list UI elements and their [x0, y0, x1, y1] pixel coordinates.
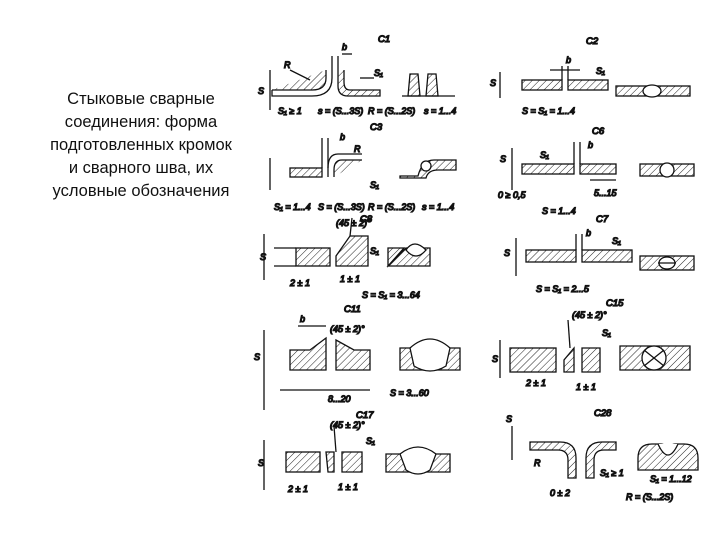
- dim-label: R = (S...2S): [626, 492, 673, 502]
- dim-label: s = (S...3S): [318, 106, 363, 116]
- dim-label: S = S₁ = 3...64: [362, 290, 420, 300]
- joint-code-c1: C1: [378, 34, 390, 45]
- caption-line: условные обозначения: [52, 182, 230, 200]
- dim-label: b: [340, 132, 345, 142]
- joint-c6: C6 b S S₁ 0 ≥ 0,5 S = 1...4 5...15: [497, 125, 695, 217]
- caption-line: Стыковые сварные: [67, 90, 215, 108]
- dim-label: S = S₁ = 2...5: [536, 284, 590, 294]
- caption-line: соединения: форма: [64, 113, 218, 131]
- joint-code-c8: C8: [360, 214, 373, 225]
- dim-label: S = 1...4: [542, 206, 576, 216]
- dim-label: S: [258, 86, 264, 96]
- dim-label: 1 ± 1: [338, 482, 358, 492]
- joint-c15: C15 (45 ± 2)° S S₁ 2 ± 1 1 ± 1: [491, 297, 691, 393]
- joint-c1: C1 b R S₁ ≥ 1 s = (S...3S) R = (S...2S) …: [257, 33, 457, 116]
- dim-label: S₁: [596, 66, 605, 76]
- dim-label: S₁ ≥ 1: [600, 468, 624, 478]
- caption-line: подготовленных кромок: [50, 136, 232, 154]
- dim-label: S = (S...3S): [318, 202, 365, 212]
- dim-label: 1 ± 1: [576, 382, 596, 392]
- dim-label: b: [300, 314, 305, 324]
- dim-label: S: [500, 154, 506, 164]
- joint-c2: C2 b S S₁ S = S₁ = 1...4: [489, 35, 691, 117]
- dim-label: S: [504, 248, 510, 258]
- dim-label: 2 ± 1: [287, 484, 308, 494]
- joint-c3: C3 b R S₁ S₁ = 1...4 S = (S...3S) R = (S…: [269, 121, 457, 213]
- joint-code-c15: C15: [606, 298, 624, 309]
- dim-label: S: [260, 252, 266, 262]
- slide-caption: Стыковые сварные соединения: форма подго…: [20, 88, 262, 203]
- dim-label: R: [284, 60, 291, 70]
- dim-label: b: [566, 55, 571, 65]
- joint-c7: C7 b S S₁ S = S₁ = 2...5: [503, 213, 695, 295]
- dim-label: (45 ± 2)°: [330, 420, 365, 430]
- joint-code-c3: C3: [370, 122, 383, 133]
- dim-label: S₁ = 1...12: [650, 474, 692, 484]
- dim-label: S = S₁ = 1...4: [522, 106, 575, 116]
- dim-label: 0 ≥ 0,5: [498, 190, 526, 200]
- dim-label: R = (S...2S): [368, 106, 415, 116]
- joint-code-c11: C11: [344, 304, 361, 315]
- dim-label: s = 1...4: [424, 106, 456, 116]
- dim-label: S: [492, 354, 498, 364]
- weld-joints-drawing: C1 b R S₁ ≥ 1 s = (S...3S) R = (S...2S) …: [253, 33, 699, 503]
- dim-label: S: [254, 352, 260, 362]
- dim-label: S₁: [602, 328, 611, 338]
- dim-label: (45 ± 2)°: [572, 310, 607, 320]
- dim-label: 2 ± 1: [289, 278, 310, 288]
- dim-label: b: [342, 42, 347, 52]
- joint-c11: C11 b (45 ± 2)° S 8...20 S = 3...60: [253, 303, 461, 410]
- dim-label: S = 3...60: [390, 388, 429, 398]
- caption-line: и сварного шва, их: [68, 159, 214, 177]
- dim-label: 5...15: [594, 188, 618, 198]
- dim-label: b: [588, 140, 593, 150]
- dim-label: 8...20: [328, 394, 351, 404]
- dim-label: 1 ± 1: [340, 274, 360, 284]
- joint-code-c7: C7: [596, 214, 609, 225]
- joint-c28: C28 S R S₁ ≥ 1 0 ± 2 S₁ = 1...12 R = (S.…: [505, 407, 699, 503]
- dim-label: S: [506, 414, 512, 424]
- dim-label: R = (S...2S): [368, 202, 415, 212]
- dim-label: (45 ± 2)°: [336, 218, 371, 228]
- dim-label: S₁: [370, 246, 379, 256]
- joint-code-c6: C6: [592, 126, 605, 137]
- joint-code-c2: C2: [586, 36, 599, 47]
- dim-label: b: [586, 228, 591, 238]
- joint-c17: C17 (45 ± 2)° S S₁ 2 ± 1 1 ± 1: [257, 409, 451, 495]
- dim-label: S₁ ≥ 1: [278, 106, 302, 116]
- dim-label: (45 ± 2)°: [330, 324, 365, 334]
- dim-label: S: [258, 458, 264, 468]
- dim-label: S₁: [366, 436, 375, 446]
- joint-c8: C8 (45 ± 2)° S S₁ 2 ± 1 1 ± 1 S = S₁ = 3…: [259, 213, 431, 301]
- dim-label: S₁: [370, 180, 379, 190]
- joint-code-c28: C28: [594, 408, 612, 419]
- dim-label: S₁: [540, 150, 549, 160]
- dim-label: s = 1...4: [422, 202, 454, 212]
- dim-label: S₁: [612, 236, 621, 246]
- joint-code-c17: C17: [356, 410, 374, 421]
- dim-label: 2 ± 1: [525, 378, 546, 388]
- dim-label: R: [354, 144, 361, 154]
- dim-label: S: [490, 78, 496, 88]
- dim-label: S₁: [374, 68, 383, 78]
- dim-label: 0 ± 2: [550, 488, 570, 498]
- dim-label: R: [534, 458, 541, 468]
- dim-label: S₁ = 1...4: [274, 202, 311, 212]
